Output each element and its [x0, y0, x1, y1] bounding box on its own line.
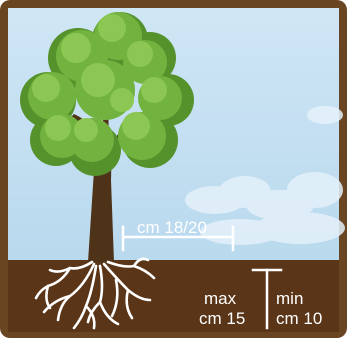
min-depth-value: cm 10 — [276, 309, 322, 328]
min-depth-label: min — [276, 289, 303, 308]
spacing-label: cm 18/20 — [137, 218, 207, 237]
max-depth-label: max — [204, 289, 237, 308]
max-depth-value: cm 15 — [199, 309, 245, 328]
